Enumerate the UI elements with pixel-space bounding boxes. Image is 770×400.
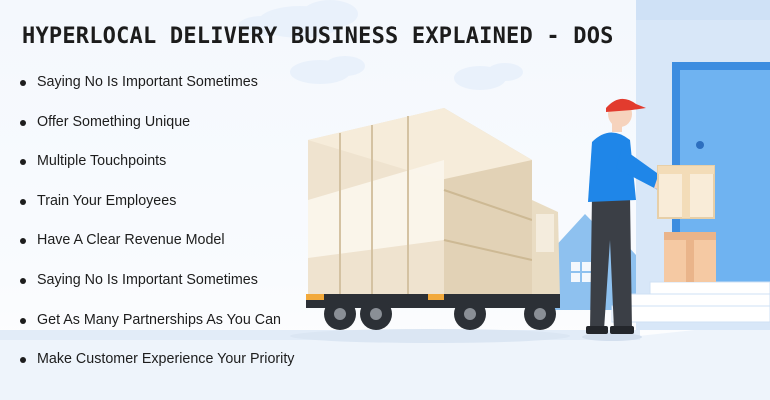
list-item: Saying No Is Important Sometimes <box>20 272 294 312</box>
list-item: Offer Something Unique <box>20 114 294 154</box>
cap-icon <box>606 98 646 112</box>
list-item-label: Multiple Touchpoints <box>37 153 167 170</box>
bullet-dot-icon <box>20 277 26 284</box>
truck-wheels <box>324 298 556 330</box>
bullet-dot-icon <box>20 357 26 364</box>
list-item-label: Saying No Is Important Sometimes <box>37 271 258 288</box>
bullet-dot-icon <box>20 119 26 126</box>
door-knob <box>696 141 704 149</box>
list-item: Multiple Touchpoints <box>20 153 294 193</box>
list-item-label: Have A Clear Revenue Model <box>37 232 225 249</box>
list-item-label: Make Customer Experience Your Priority <box>37 351 295 368</box>
list-item-label: Saying No Is Important Sometimes <box>37 74 258 90</box>
delivery-truck <box>306 108 560 330</box>
list-item-label: Get As Many Partnerships As You Can <box>37 311 281 328</box>
delivery-person <box>582 98 676 341</box>
bullet-dot-icon <box>20 80 26 86</box>
bullet-dot-icon <box>20 159 26 166</box>
bullet-dot-icon <box>20 198 26 205</box>
list-item: Have A Clear Revenue Model <box>20 232 294 272</box>
page-title: HYPERLOCAL DELIVERY BUSINESS EXPLAINED -… <box>22 24 614 49</box>
list-item-label: Train Your Employees <box>37 192 177 209</box>
list-item-label: Offer Something Unique <box>37 113 191 130</box>
dos-list: Saying No Is Important Sometimes Offer S… <box>20 74 294 391</box>
list-item: Saying No Is Important Sometimes <box>20 74 294 114</box>
bullet-dot-icon <box>20 317 26 324</box>
list-item: Get As Many Partnerships As You Can <box>20 312 294 352</box>
bullet-dot-icon <box>20 238 26 245</box>
list-item: Make Customer Experience Your Priority <box>20 351 294 391</box>
list-item: Train Your Employees <box>20 193 294 233</box>
